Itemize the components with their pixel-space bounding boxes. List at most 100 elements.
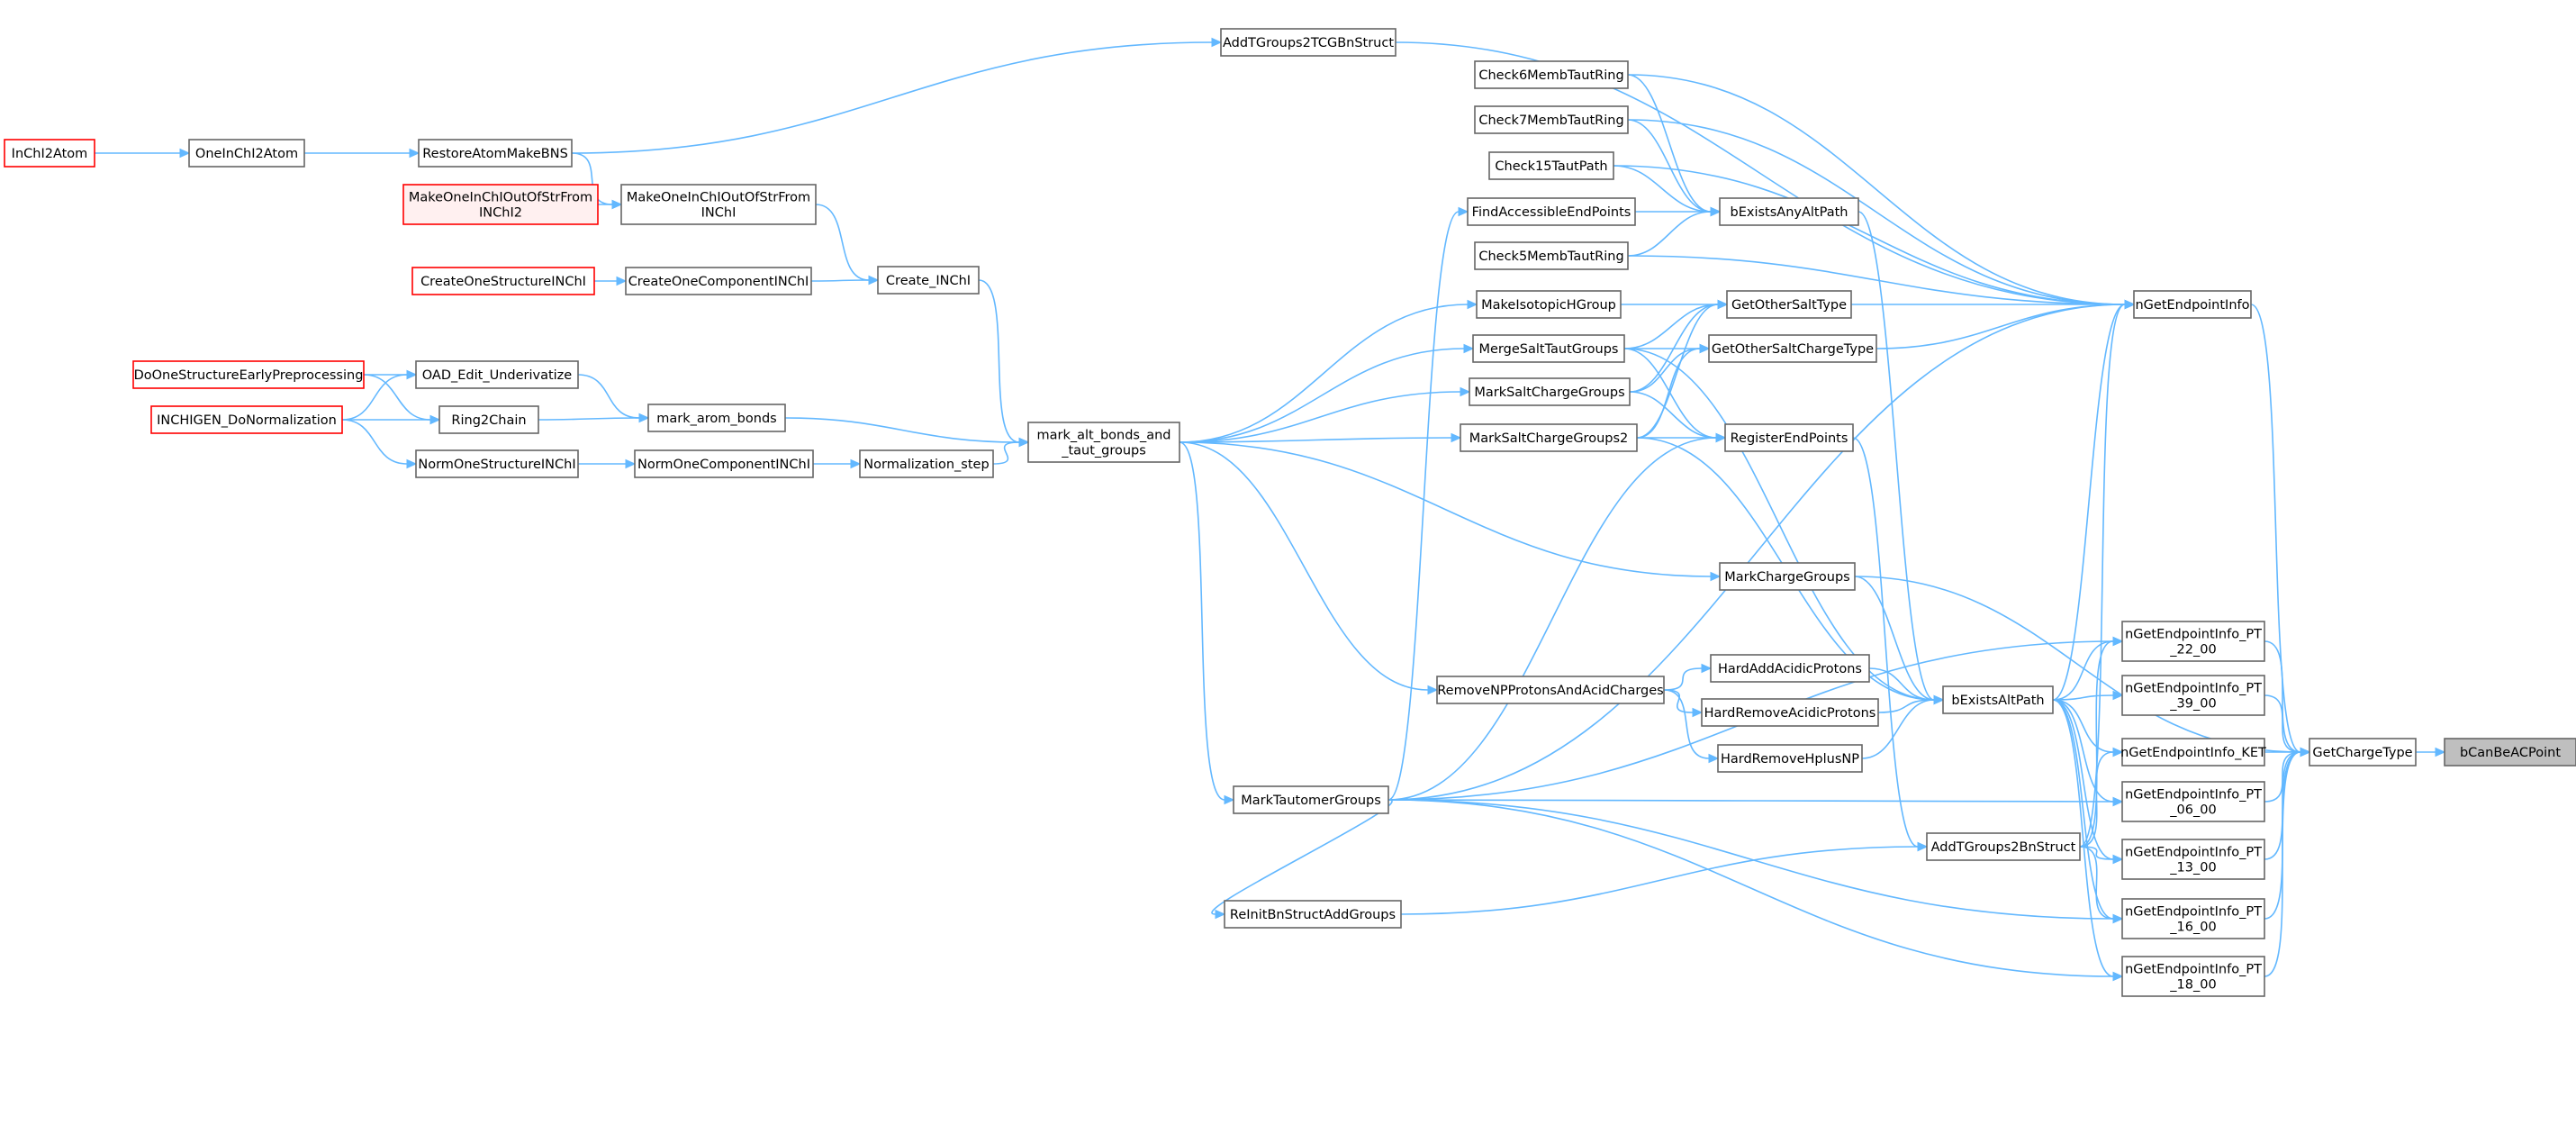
call-edge-PT39-to-GetChargeType bbox=[2264, 694, 2311, 758]
call-edge-NormOneStructureINChI-to-NormOneComponentINChI bbox=[578, 458, 637, 469]
edge-line bbox=[1613, 165, 1712, 213]
edge-line bbox=[1387, 211, 1460, 801]
edge-line bbox=[1179, 304, 1469, 443]
node-box bbox=[1469, 377, 1631, 406]
call-edge-MarkSaltChargeGroups2-to-GetOtherSaltChargeType bbox=[1636, 343, 1711, 439]
node-mark_arom_bonds[interactable]: mark_arom_bonds bbox=[647, 404, 786, 432]
node-MergeSaltTautGroups[interactable]: MergeSaltTautGroups bbox=[1472, 334, 1625, 363]
call-edge-MakeOneInChIOutOfStrFromINChI-to-Create_INChI bbox=[815, 204, 880, 286]
node-MarkChargeGroups[interactable]: MarkChargeGroups bbox=[1719, 562, 1856, 591]
node-RemoveNPProtonsAndAcidCharges[interactable]: RemoveNPProtonsAndAcidCharges bbox=[1436, 676, 1665, 704]
node-PT16[interactable]: nGetEndpointInfo_PT_16_00 bbox=[2121, 898, 2265, 939]
node-label: ReInitBnStructAddGroups bbox=[1230, 908, 1396, 922]
edge-line bbox=[2264, 751, 2301, 977]
node-OneInChI2Atom[interactable]: OneInChI2Atom bbox=[188, 139, 305, 168]
node-box bbox=[1724, 423, 1854, 452]
arrow-head-icon bbox=[1917, 841, 1929, 852]
edge-line bbox=[1868, 667, 1935, 701]
node-bExistsAnyAltPath[interactable]: bExistsAnyAltPath bbox=[1719, 197, 1859, 226]
node-Normalization_step[interactable]: Normalization_step bbox=[859, 449, 994, 478]
node-mark_alt_bonds[interactable]: mark_alt_bonds_and_taut_groups bbox=[1027, 422, 1180, 463]
arrow-head-icon bbox=[1699, 343, 1711, 354]
node-Ring2Chain[interactable]: Ring2Chain bbox=[438, 405, 539, 434]
node-Check15TautPath[interactable]: Check15TautPath bbox=[1488, 151, 1614, 180]
arrow-head-icon bbox=[1215, 909, 1226, 920]
call-edge-MarkTautomerGroups-to-PT18 bbox=[1387, 799, 2124, 982]
node-Check5MembTautRing[interactable]: Check5MembTautRing bbox=[1474, 241, 1629, 270]
node-GetChargeType[interactable]: GetChargeType bbox=[2309, 738, 2417, 767]
node-box bbox=[1719, 562, 1856, 591]
call-edge-RegisterEndPoints-to-AddTGroups2BnStruct bbox=[1852, 437, 1929, 852]
node-label: GetOtherSaltType bbox=[1731, 298, 1847, 313]
edge-line bbox=[571, 152, 613, 205]
arrow-head-icon bbox=[1933, 694, 1945, 705]
call-edge-GetOtherSaltChargeType-to-nGetEndpointInfo bbox=[1876, 299, 2136, 349]
node-INCHIGEN_DoNormalization[interactable]: INCHIGEN_DoNormalization bbox=[150, 405, 343, 434]
node-nGetEndpointInfo[interactable]: nGetEndpointInfo bbox=[2133, 290, 2252, 319]
node-RegisterEndPoints[interactable]: RegisterEndPoints bbox=[1724, 423, 1854, 452]
node-PT39[interactable]: nGetEndpointInfo_PT_39_00 bbox=[2121, 675, 2265, 716]
edge-line bbox=[992, 441, 1020, 465]
node-FindAccessibleEndPoints[interactable]: FindAccessibleEndPoints bbox=[1467, 197, 1636, 226]
node-CreateOneComponentINChI[interactable]: CreateOneComponentINChI bbox=[625, 267, 812, 295]
edge-line bbox=[1387, 304, 2126, 801]
node-Check7MembTautRing[interactable]: Check7MembTautRing bbox=[1474, 105, 1629, 134]
node-KET[interactable]: nGetEndpointInfo_KET bbox=[2120, 738, 2266, 767]
node-box bbox=[620, 184, 817, 225]
node-PT06[interactable]: nGetEndpointInfo_PT_06_00 bbox=[2121, 781, 2265, 822]
edge-line bbox=[1627, 119, 2126, 305]
arrow-head-icon bbox=[2300, 747, 2311, 758]
node-HardRemoveHplusNP[interactable]: HardRemoveHplusNP bbox=[1717, 744, 1863, 773]
node-bExistsAltPath[interactable]: bExistsAltPath bbox=[1942, 685, 2054, 714]
node-label: nGetEndpointInfo_KET bbox=[2120, 746, 2266, 760]
node-label: INChI bbox=[701, 206, 737, 221]
node-HardAddAcidicProtons[interactable]: HardAddAcidicProtons bbox=[1710, 654, 1870, 683]
edge-line bbox=[1663, 689, 1710, 759]
node-box bbox=[132, 360, 365, 389]
node-OAD_Edit_Underivatize[interactable]: OAD_Edit_Underivatize bbox=[415, 360, 579, 389]
node-PT18[interactable]: nGetEndpointInfo_PT_18_00 bbox=[2121, 956, 2265, 997]
node-MarkSaltChargeGroups[interactable]: MarkSaltChargeGroups bbox=[1469, 377, 1631, 406]
call-edge-Check7MembTautRing-to-bExistsAnyAltPath bbox=[1627, 119, 1722, 217]
node-RestoreAtomMakeBNS[interactable]: RestoreAtomMakeBNS bbox=[418, 139, 573, 168]
call-edge-MarkTautomerGroups-to-FindAccessibleEndPoints bbox=[1387, 206, 1469, 801]
node-MarkSaltChargeGroups2[interactable]: MarkSaltChargeGroups2 bbox=[1460, 423, 1638, 452]
node-InChI2Atom[interactable]: InChI2Atom bbox=[4, 139, 95, 168]
node-DoOneStructureEarlyPreprocessing[interactable]: DoOneStructureEarlyPreprocessing bbox=[132, 360, 365, 389]
node-HardRemoveAcidicProtons[interactable]: HardRemoveAcidicProtons bbox=[1701, 698, 1879, 727]
call-edge-MarkTautomerGroups-to-PT16 bbox=[1387, 799, 2124, 924]
node-label: RemoveNPProtonsAndAcidCharges bbox=[1437, 684, 1664, 698]
node-NormOneComponentINChI[interactable]: NormOneComponentINChI bbox=[634, 449, 814, 478]
node-MakeIsotopicHGroup[interactable]: MakeIsotopicHGroup bbox=[1476, 290, 1622, 319]
call-edge-ReInitBnStructAddGroups-to-AddTGroups2BnStruct bbox=[1400, 841, 1929, 915]
node-label: _16_00 bbox=[2169, 921, 2216, 935]
node-PT22[interactable]: nGetEndpointInfo_PT_22_00 bbox=[2121, 621, 2265, 662]
node-label: nGetEndpointInfo_PT bbox=[2125, 846, 2262, 860]
node-GetOtherSaltChargeType[interactable]: GetOtherSaltChargeType bbox=[1708, 334, 1877, 363]
node-MarkTautomerGroups[interactable]: MarkTautomerGroups bbox=[1233, 785, 1389, 814]
edge-line bbox=[1179, 391, 1461, 443]
node-label: MergeSaltTautGroups bbox=[1479, 342, 1619, 357]
node-bCanBeACPoint[interactable]: bCanBeACPoint bbox=[2444, 738, 2576, 767]
node-box bbox=[1942, 685, 2054, 714]
node-box bbox=[411, 267, 595, 295]
node-AddTGroups2TCGBnStruct[interactable]: AddTGroups2TCGBnStruct bbox=[1220, 28, 1396, 57]
call-edge-HardRemoveAcidicProtons-to-bExistsAltPath bbox=[1877, 694, 1945, 713]
node-GetOtherSaltType[interactable]: GetOtherSaltType bbox=[1726, 290, 1852, 319]
call-edge-RemoveNPProtonsAndAcidCharges-to-HardRemoveHplusNP bbox=[1663, 689, 1720, 764]
node-Check6MembTautRing[interactable]: Check6MembTautRing bbox=[1474, 60, 1629, 89]
arrow-head-icon bbox=[611, 199, 623, 210]
node-CreateOneStructureINChI[interactable]: CreateOneStructureINChI bbox=[411, 267, 595, 295]
node-AddTGroups2BnStruct[interactable]: AddTGroups2BnStruct bbox=[1926, 832, 2081, 861]
node-label: GetOtherSaltChargeType bbox=[1712, 342, 1874, 357]
edge-line bbox=[1623, 348, 1717, 439]
node-NormOneStructureINChI[interactable]: NormOneStructureINChI bbox=[415, 449, 579, 478]
arrow-head-icon bbox=[616, 276, 628, 286]
node-label: _06_00 bbox=[2169, 803, 2216, 818]
node-ReInitBnStructAddGroups[interactable]: ReInitBnStructAddGroups bbox=[1224, 900, 1402, 929]
node-PT13[interactable]: nGetEndpointInfo_PT_13_00 bbox=[2121, 839, 2265, 880]
node-Create_INChI[interactable]: Create_INChI bbox=[877, 266, 980, 295]
node-box bbox=[2121, 839, 2265, 880]
